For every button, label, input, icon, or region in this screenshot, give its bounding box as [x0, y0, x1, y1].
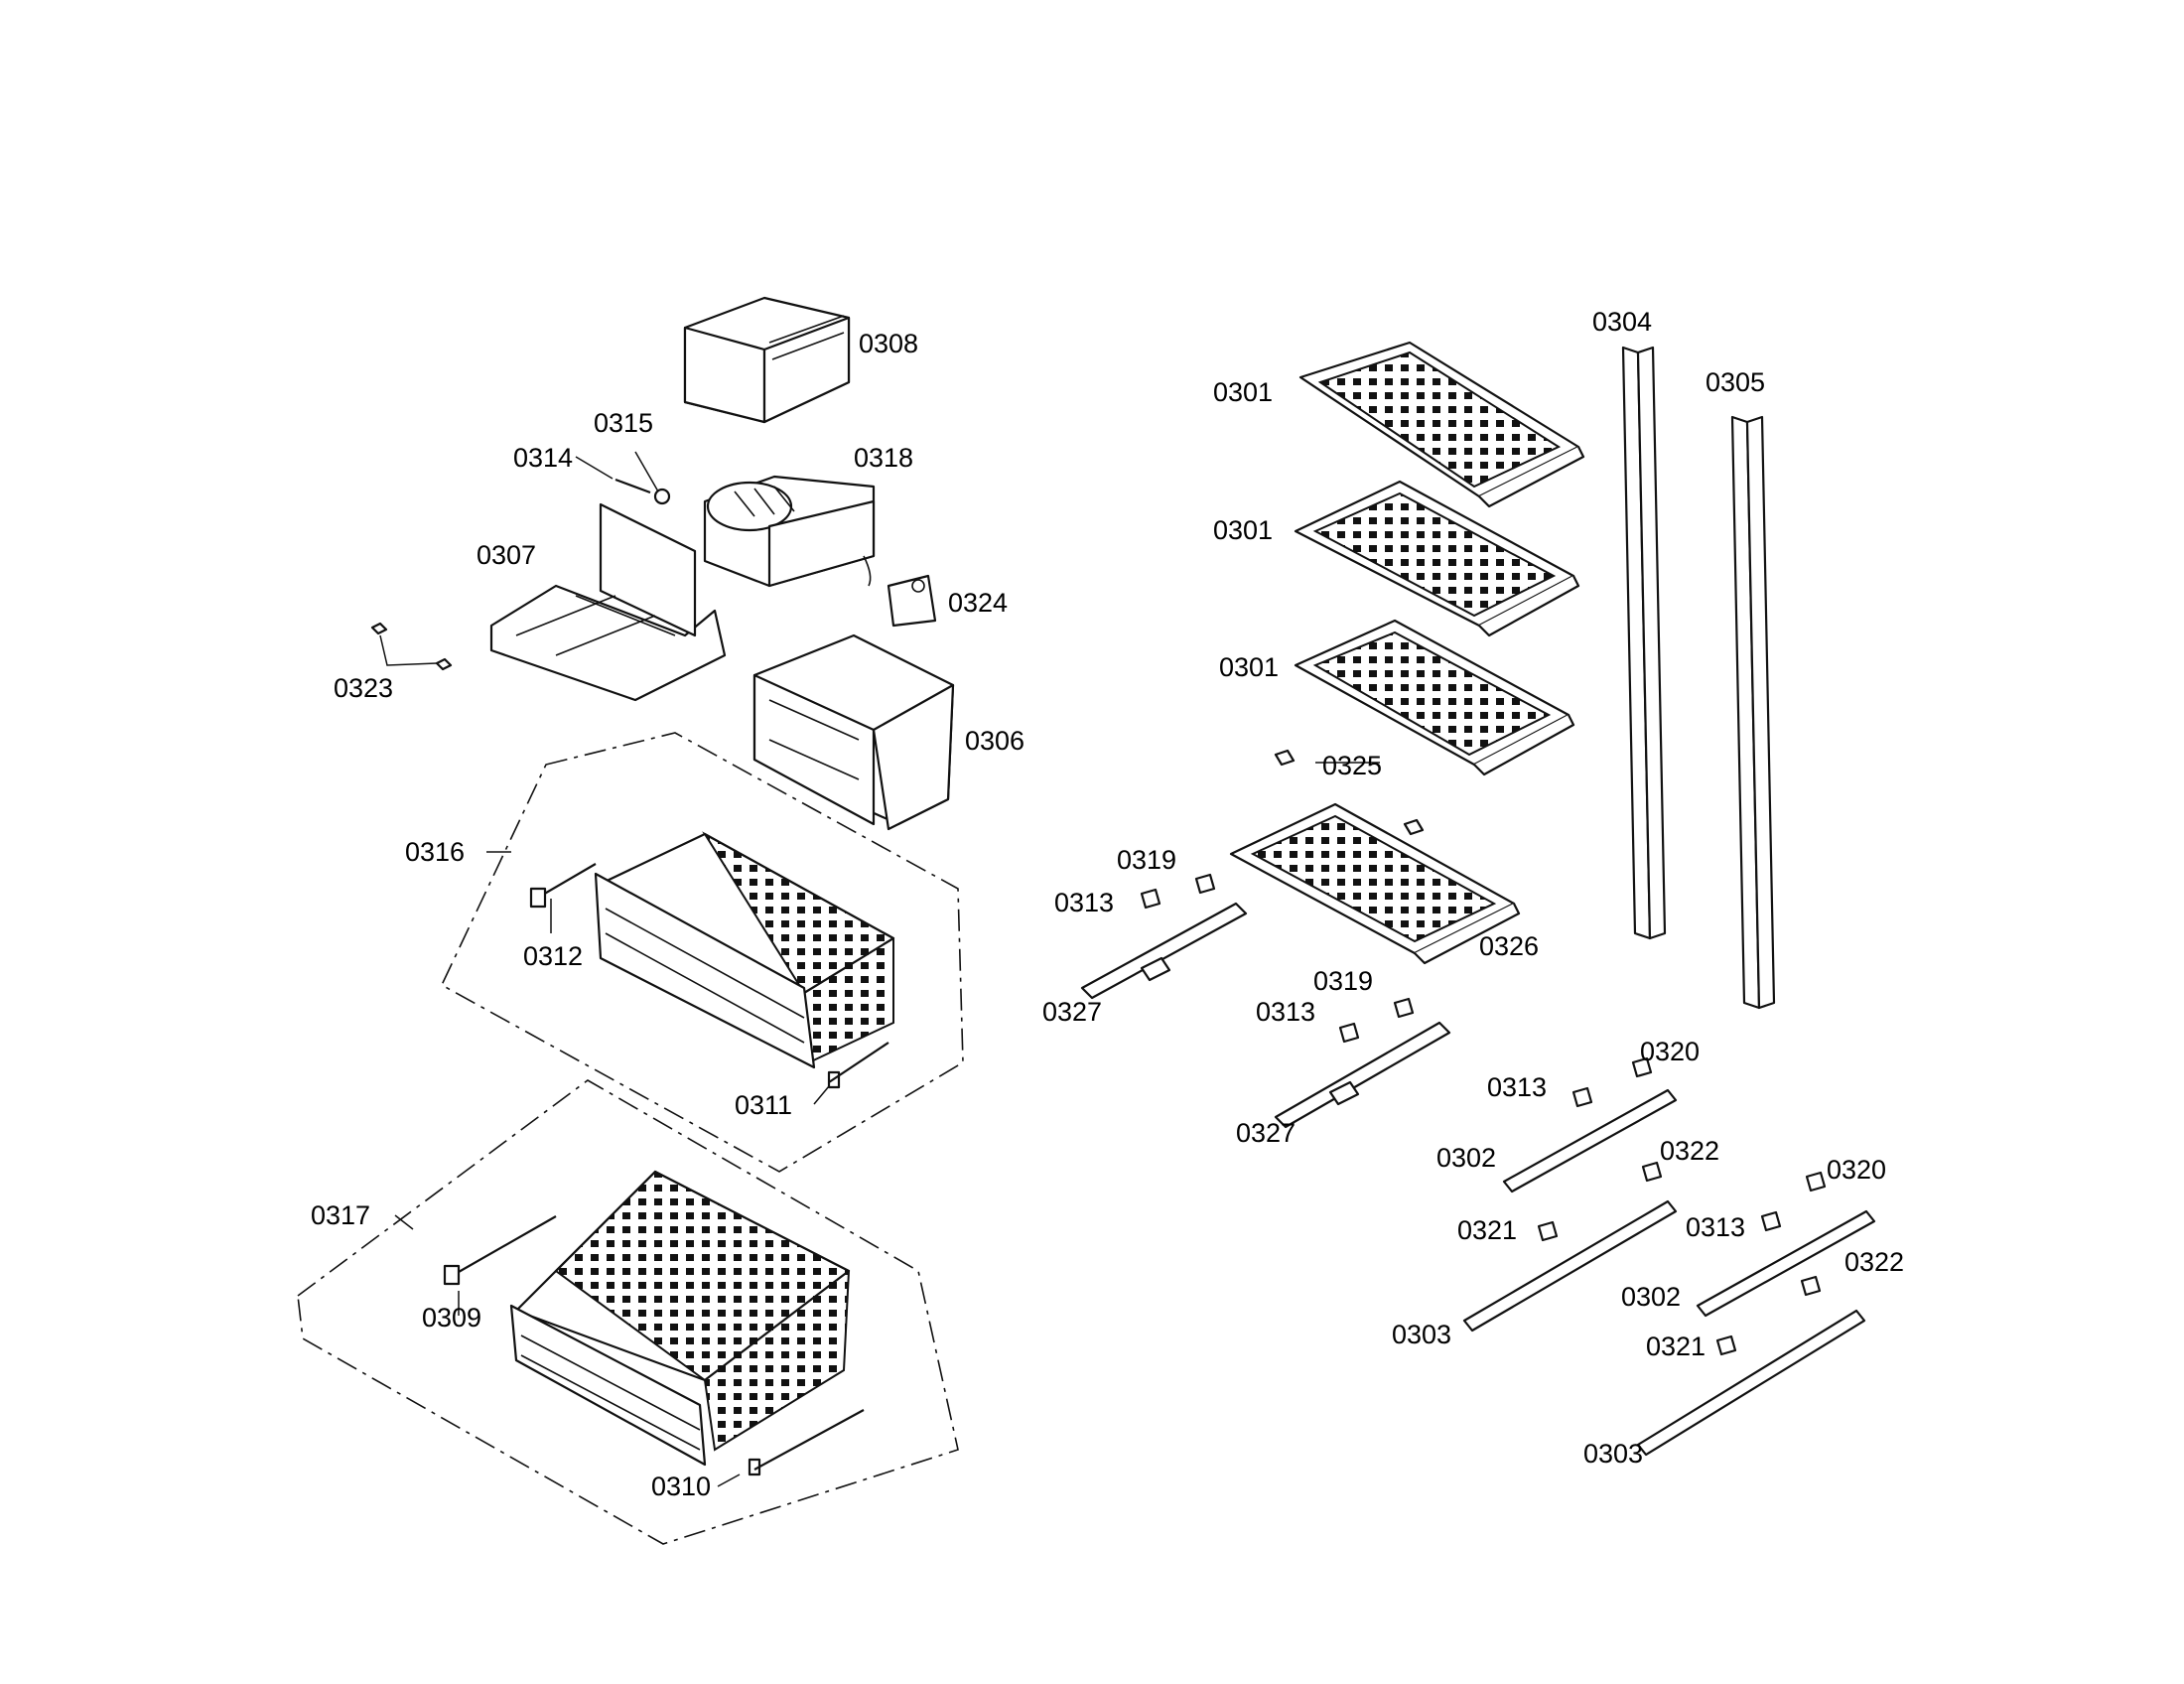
label-0303-a: 0303	[1392, 1320, 1451, 1349]
clip-0313-c	[1571, 1086, 1593, 1108]
label-0308: 0308	[859, 329, 918, 358]
label-0315: 0315	[594, 408, 653, 438]
upper-basket-0316	[594, 831, 895, 1069]
label-0319-b: 0319	[1313, 966, 1373, 996]
label-0325: 0325	[1322, 751, 1382, 780]
label-0312: 0312	[523, 941, 583, 971]
label-0327-a: 0327	[1042, 997, 1102, 1027]
label-0301-c: 0301	[1219, 652, 1279, 682]
upright-0305	[1730, 415, 1776, 1010]
ice-maker-0318	[703, 475, 876, 588]
label-0301-b: 0301	[1213, 515, 1273, 545]
label-0313-a: 0313	[1054, 888, 1114, 917]
tray-frame-0307	[489, 502, 727, 702]
clip-0319-c	[1338, 1022, 1360, 1044]
assembly-outline-0317	[297, 1079, 959, 1545]
rail-mount-0310	[748, 1409, 865, 1476]
label-0302-b: 0302	[1621, 1282, 1681, 1312]
label-0320-a: 0320	[1640, 1037, 1700, 1066]
slide-0302-b	[1696, 1209, 1876, 1318]
label-0323: 0323	[334, 673, 393, 703]
ice-container-0308	[683, 296, 851, 424]
label-0321-a: 0321	[1457, 1215, 1517, 1245]
wire-shelf-0301-b	[1294, 480, 1580, 637]
label-0310: 0310	[651, 1472, 711, 1501]
slide-0327-b	[1274, 1021, 1451, 1129]
clip-0320-b	[1805, 1171, 1827, 1193]
label-0317: 0317	[311, 1200, 370, 1230]
label-0313-b: 0313	[1256, 997, 1315, 1027]
label-0303-b: 0303	[1583, 1439, 1643, 1469]
label-0309: 0309	[422, 1303, 481, 1333]
clip-0322-b	[1800, 1275, 1822, 1297]
wire-shelf-0301-a	[1298, 341, 1585, 508]
leader-lines	[394, 451, 1380, 1487]
bracket-0324	[887, 574, 937, 628]
label-0324: 0324	[948, 588, 1008, 618]
label-0319-a: 0319	[1117, 845, 1176, 875]
clip-0319-d	[1393, 997, 1415, 1019]
label-0306: 0306	[965, 726, 1024, 756]
rail-mount-0311	[827, 1042, 889, 1089]
label-0322-b: 0322	[1844, 1247, 1904, 1277]
label-0313-c: 0313	[1487, 1072, 1547, 1102]
clip-0319-a	[1140, 888, 1161, 910]
shelf-0326	[1229, 802, 1521, 965]
wire-shelf-0301-c	[1294, 619, 1575, 776]
slide-0303-b	[1636, 1309, 1866, 1457]
label-0301-a: 0301	[1213, 377, 1273, 407]
freezer-bin-0306	[752, 633, 955, 831]
basket-rail-0312	[529, 863, 597, 909]
screws-0323	[370, 622, 453, 671]
label-0322-a: 0322	[1660, 1136, 1719, 1166]
lower-basket-0317	[509, 1170, 851, 1467]
label-0311: 0311	[735, 1090, 792, 1120]
label-0305: 0305	[1706, 367, 1765, 397]
clip-0321-a	[1537, 1220, 1559, 1242]
label-0307: 0307	[477, 540, 536, 570]
label-0304: 0304	[1592, 307, 1652, 337]
label-0316: 0316	[405, 837, 465, 867]
label-0320-b: 0320	[1827, 1155, 1886, 1185]
label-0321-b: 0321	[1646, 1332, 1706, 1361]
clip-0322-a	[1641, 1161, 1663, 1183]
clip-0315	[653, 488, 671, 505]
slide-0327-a	[1080, 902, 1248, 1000]
clip-0319-b	[1194, 873, 1216, 895]
assembly-outline-0316	[440, 732, 964, 1173]
pin-0314	[614, 478, 651, 494]
basket-rail-0309	[443, 1215, 557, 1286]
label-0318: 0318	[854, 443, 913, 473]
clip-0325-a	[1274, 749, 1296, 767]
clip-0325-b	[1403, 818, 1425, 836]
label-0326: 0326	[1479, 931, 1539, 961]
clip-0313-d	[1760, 1210, 1782, 1232]
slide-0303-a	[1462, 1199, 1678, 1333]
label-0314: 0314	[513, 443, 573, 473]
label-0313-d: 0313	[1686, 1212, 1745, 1242]
label-0327-b: 0327	[1236, 1118, 1296, 1148]
clip-0320-a	[1631, 1056, 1653, 1078]
label-0302-a: 0302	[1436, 1143, 1496, 1173]
upright-0304	[1621, 346, 1667, 940]
clip-0321-b	[1715, 1334, 1737, 1356]
slide-0302-a	[1502, 1088, 1678, 1193]
